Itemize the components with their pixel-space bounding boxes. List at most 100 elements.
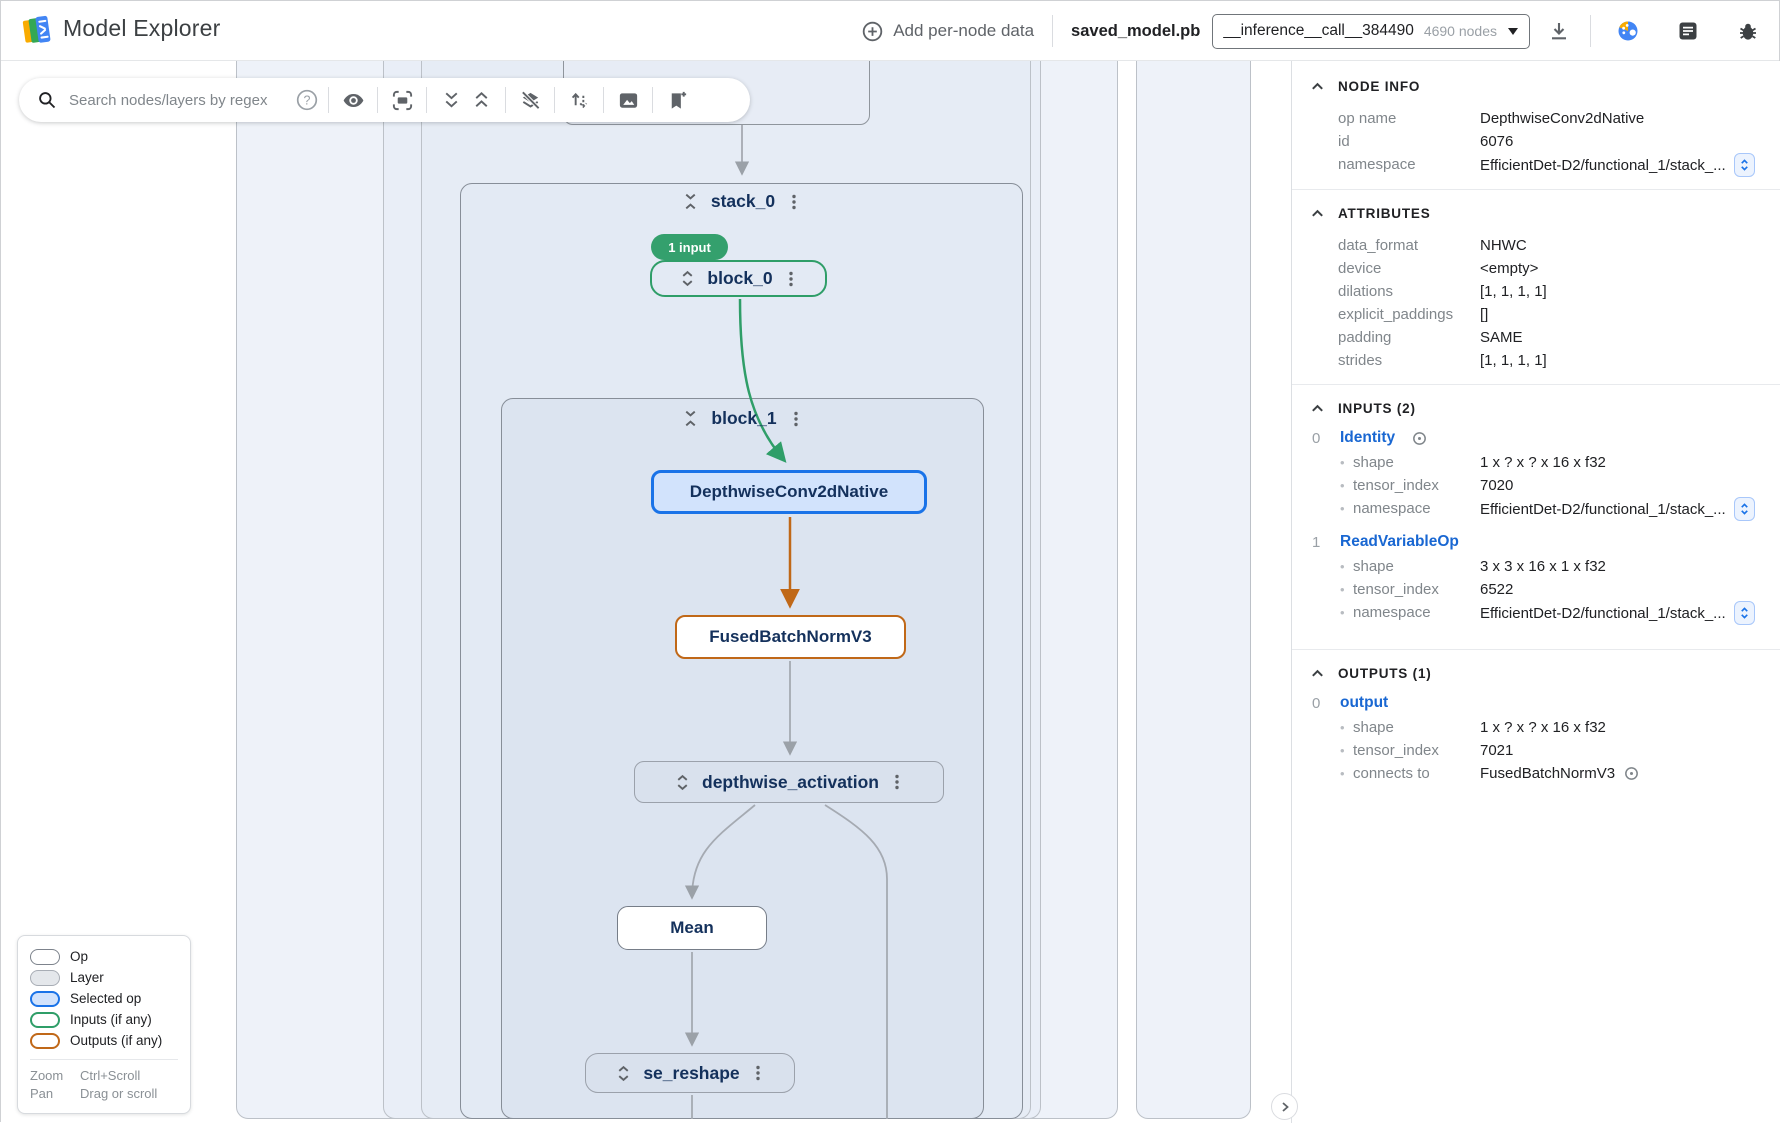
- row-value: 6076: [1480, 133, 1514, 150]
- toggle-visibility-button[interactable]: [338, 85, 368, 115]
- graph-toolbar: ?: [19, 78, 750, 122]
- legend-item-layer: Layer: [30, 968, 178, 987]
- graph-canvas[interactable]: stack_0 1 input block_0 block_1: [1, 61, 1291, 1123]
- fit-screen-icon: [392, 90, 412, 110]
- toolbar-divider: [377, 87, 378, 113]
- io-index: 0: [1312, 429, 1321, 447]
- bullet: •: [1340, 743, 1345, 758]
- section-header-outputs[interactable]: OUTPUTS (1): [1310, 666, 1766, 681]
- graph-selector-dropdown[interactable]: __inference__call__384490 4690 nodes: [1212, 13, 1530, 49]
- pan-hint-label: Pan: [30, 1086, 54, 1101]
- kebab-menu-icon[interactable]: [890, 773, 904, 791]
- kebab-menu-icon[interactable]: [784, 270, 798, 288]
- locate-target-icon[interactable]: [1411, 430, 1428, 447]
- report-bug-button[interactable]: [1735, 18, 1761, 44]
- zoom-hint-label: Zoom: [30, 1068, 64, 1083]
- op-node-mean[interactable]: Mean: [617, 906, 767, 950]
- collapse-all-layers-button[interactable]: [466, 85, 496, 115]
- reorder-trace-button[interactable]: [564, 85, 594, 115]
- op-label: Mean: [670, 918, 714, 937]
- layer-label-se-reshape: se_reshape: [643, 1062, 740, 1083]
- namespace-expander-icon[interactable]: [1733, 153, 1755, 177]
- kebab-menu-icon[interactable]: [787, 193, 801, 211]
- connects-to-link[interactable]: FusedBatchNormV3: [1480, 765, 1616, 782]
- add-per-node-data-button[interactable]: Add per-node data: [861, 20, 1034, 43]
- theme-palette-button[interactable]: [1615, 18, 1641, 44]
- section-header-attributes[interactable]: ATTRIBUTES: [1310, 206, 1766, 221]
- swap-vert-icon: [571, 92, 587, 108]
- section-header-node-info[interactable]: NODE INFO: [1310, 79, 1766, 94]
- search-input[interactable]: [69, 91, 295, 109]
- topbar-divider: [1590, 15, 1591, 47]
- input-link-identity[interactable]: Identity: [1340, 429, 1396, 446]
- panel-collapse-button[interactable]: [1271, 1093, 1298, 1120]
- row-value: <empty>: [1480, 260, 1539, 277]
- section-header-inputs[interactable]: INPUTS (2): [1310, 401, 1766, 416]
- unfold-less-icon[interactable]: [682, 193, 699, 210]
- toolbar-divider: [652, 87, 653, 113]
- io-index: 1: [1312, 533, 1321, 551]
- row-label: explicit_paddings: [1338, 306, 1454, 323]
- download-graph-button[interactable]: [1546, 18, 1572, 44]
- export-snapshot-button[interactable]: [613, 85, 643, 115]
- io-row: • connects to FusedBatchNormV3: [1340, 762, 1766, 785]
- bullet: •: [1340, 478, 1345, 493]
- kebab-menu-icon[interactable]: [751, 1064, 765, 1082]
- layer-node-block-0[interactable]: block_0: [650, 260, 827, 297]
- row-value: DepthwiseConv2dNative: [1480, 110, 1645, 127]
- bookmark-add-icon: [671, 91, 686, 109]
- panel-divider: [1292, 384, 1780, 385]
- io-index: 0: [1312, 694, 1321, 712]
- section-collapse-icon: [1310, 666, 1325, 681]
- layer-container-block-1[interactable]: [501, 398, 984, 1119]
- unfold-more-icon[interactable]: [615, 1065, 632, 1082]
- flatten-layers-button[interactable]: [515, 85, 545, 115]
- legend-item-inputs: Inputs (if any): [30, 1010, 178, 1029]
- io-row: • tensor_index 7021: [1340, 739, 1766, 762]
- op-node-fused-batch-norm-v3[interactable]: FusedBatchNormV3: [675, 615, 906, 659]
- unfold-less-icon[interactable]: [682, 410, 699, 427]
- row-label: shape: [1353, 558, 1394, 575]
- locate-target-icon[interactable]: [1623, 765, 1640, 782]
- graph-node-count: 4690 nodes: [1423, 23, 1497, 39]
- snapshot-icon: [619, 92, 637, 108]
- layer-node-se-reshape[interactable]: se_reshape: [585, 1053, 795, 1093]
- inputs-swatch: [30, 1011, 60, 1028]
- namespace-expander-icon[interactable]: [1733, 601, 1755, 625]
- help-icon[interactable]: ?: [295, 88, 319, 112]
- fit-to-screen-button[interactable]: [387, 85, 417, 115]
- docs-button[interactable]: [1675, 18, 1701, 44]
- row-label: namespace: [1353, 500, 1431, 517]
- layer-label-stack-0: stack_0: [710, 191, 776, 211]
- row-value: [1, 1, 1, 1]: [1480, 283, 1547, 300]
- bullet: •: [1340, 559, 1345, 574]
- toolbar-divider: [603, 87, 604, 113]
- io-row: • namespace EfficientDet-D2/functional_1…: [1340, 497, 1766, 521]
- bullet: •: [1340, 766, 1345, 781]
- namespace-expander-icon[interactable]: [1733, 497, 1755, 521]
- op-node-depthwise-conv2d-native-selected[interactable]: DepthwiseConv2dNative: [651, 470, 927, 514]
- attr-row: data_format NHWC: [1338, 234, 1766, 257]
- layer-label-block-1: block_1: [711, 408, 777, 428]
- kebab-menu-icon[interactable]: [789, 410, 803, 428]
- bookmark-add-button[interactable]: [662, 85, 692, 115]
- expand-all-layers-button[interactable]: [436, 85, 466, 115]
- legend-label: Selected op: [70, 991, 142, 1006]
- layer-node-depthwise-activation[interactable]: depthwise_activation: [634, 761, 944, 803]
- unfold-more-icon[interactable]: [679, 270, 696, 287]
- row-label: connects to: [1353, 765, 1430, 782]
- section-outputs: OUTPUTS (1) 0 output • shape 1 x ? x ? x…: [1292, 650, 1780, 809]
- expand-all-icon: [445, 92, 457, 108]
- section-collapse-icon: [1310, 206, 1325, 221]
- attr-row: strides [1, 1, 1, 1]: [1338, 349, 1766, 372]
- output-link[interactable]: output: [1340, 694, 1389, 711]
- row-label: device: [1338, 260, 1382, 277]
- input-count-badge: 1 input: [651, 234, 728, 260]
- unfold-more-icon[interactable]: [674, 774, 691, 791]
- io-row: • shape 3 x 3 x 16 x 1 x f32: [1340, 555, 1766, 578]
- op-swatch: [30, 948, 60, 965]
- input-link-read-variable-op[interactable]: ReadVariableOp: [1340, 533, 1459, 550]
- row-value: 1 x ? x ? x 16 x f32: [1480, 719, 1606, 736]
- row-label: tensor_index: [1353, 581, 1439, 598]
